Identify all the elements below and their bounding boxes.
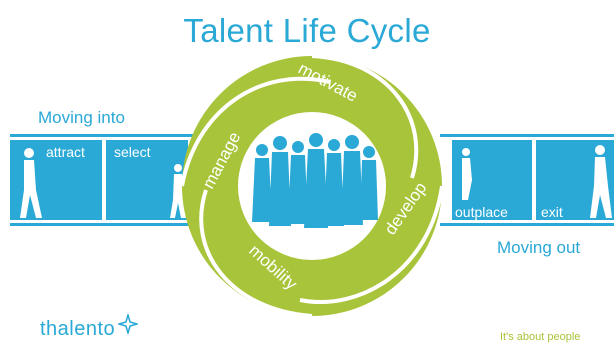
walking-person-icon <box>462 145 612 218</box>
cycle-ring: motivate develop mobility manage <box>180 54 444 318</box>
moving-into-label: Moving into <box>38 108 125 127</box>
diagram-title: Talent Life Cycle <box>183 12 431 49</box>
exit-label: exit <box>541 204 563 220</box>
tagline: It's about people <box>500 331 581 343</box>
attract-label: attract <box>46 144 85 160</box>
select-label: select <box>114 144 151 160</box>
outplace-label: outplace <box>455 204 508 220</box>
people-group-icon <box>252 133 378 228</box>
moving-into-band: attract select <box>10 134 200 226</box>
brand-logo: thalento <box>40 318 116 340</box>
star-mark-icon <box>118 314 138 334</box>
moving-out-band: outplace exit <box>440 134 614 226</box>
moving-out-label: Moving out <box>497 238 581 257</box>
